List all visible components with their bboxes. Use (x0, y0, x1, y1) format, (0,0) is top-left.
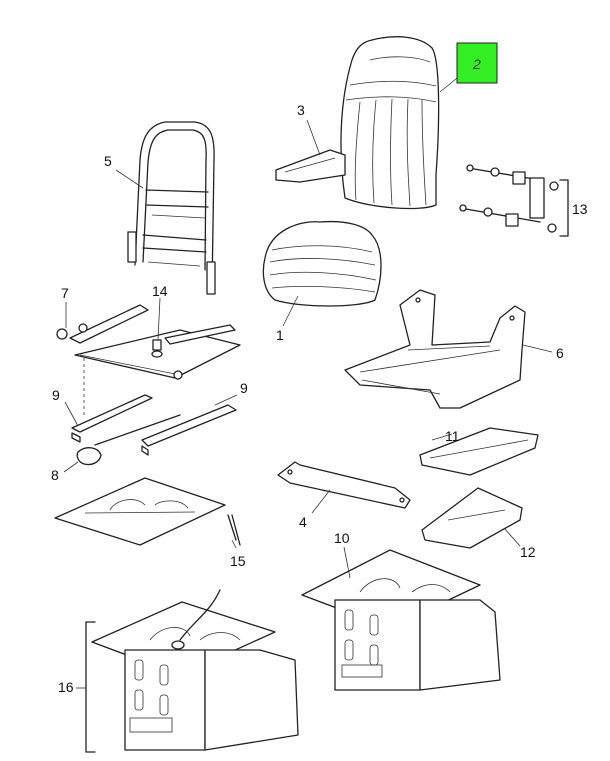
part-16-riser-base[interactable] (85, 589, 299, 753)
label-part-6: 6 (556, 345, 564, 361)
part-8-release-handle[interactable] (76, 447, 102, 466)
label-part-8: 8 (51, 467, 59, 483)
label-part-1: 1 (276, 327, 284, 343)
part-6-seat-frame[interactable] (344, 289, 526, 409)
label-part-12: 12 (520, 544, 536, 560)
part-4-bracket[interactable] (277, 461, 411, 509)
part-12-handle-frame[interactable] (421, 487, 523, 549)
part-9-seat-rails[interactable] (71, 358, 237, 456)
part-15-base-plate[interactable] (54, 477, 241, 546)
part-10-riser-base[interactable] (301, 549, 501, 691)
label-part-7: 7 (61, 285, 69, 301)
label-part-9-left: 9 (52, 387, 60, 403)
leader-lines (63, 73, 553, 579)
part-13-shock-assembly[interactable] (459, 164, 569, 237)
label-part-4: 4 (299, 514, 307, 530)
part-7-14-slide-top[interactable] (56, 304, 241, 380)
label-part-3: 3 (297, 102, 305, 118)
highlight-box-part-2[interactable] (456, 42, 498, 84)
part-5-back-frame[interactable] (127, 121, 216, 295)
label-part-15: 15 (230, 553, 246, 569)
part-11-handle-frame[interactable] (419, 427, 539, 476)
label-part-16: 16 (58, 679, 74, 695)
label-part-13: 13 (572, 201, 588, 217)
part-2-seat-back[interactable] (340, 36, 440, 210)
label-part-11: 11 (445, 428, 460, 444)
label-part-9-right: 9 (240, 380, 248, 396)
part-3-armrest[interactable] (275, 149, 346, 183)
label-part-10: 10 (334, 530, 350, 546)
label-part-2: 2 (472, 56, 481, 72)
label-part-5: 5 (104, 153, 112, 169)
part-1-seat-cushion[interactable] (262, 220, 382, 307)
label-part-14: 14 (152, 283, 168, 299)
